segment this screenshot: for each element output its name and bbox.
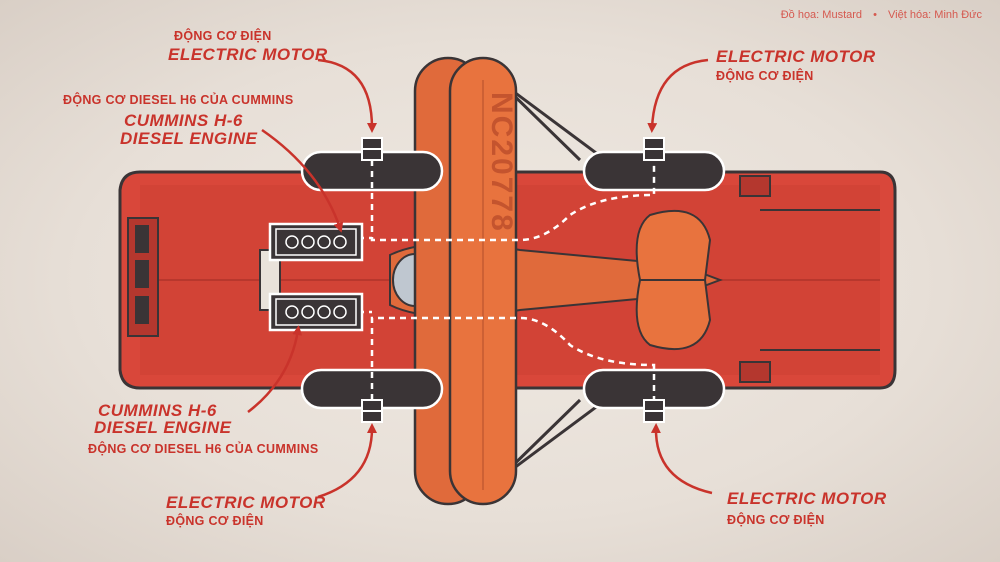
label-motor-bottom-right-en: ELECTRIC MOTOR: [727, 489, 887, 508]
diesel-engine-top: [268, 222, 364, 262]
label-motor-top-left-vi: ĐỘNG CƠ ĐIỆN: [174, 29, 272, 43]
label-motor-bottom-right-vi: ĐỘNG CƠ ĐIỆN: [727, 513, 825, 527]
label-motor-top-right-en: ELECTRIC MOTOR: [716, 47, 876, 66]
credits: Đồ họa: Mustard • Việt hóa: Minh Đức: [777, 9, 986, 21]
electric-motor-icons: [361, 137, 665, 423]
label-engine-bottom-vi: ĐỘNG CƠ DIESEL H6 CỦA CUMMINS: [88, 442, 319, 456]
credit-separator: •: [873, 9, 877, 21]
label-motor-top-right-vi: ĐỘNG CƠ ĐIỆN: [716, 69, 814, 83]
label-motor-top-left-en: ELECTRIC MOTOR: [168, 45, 328, 64]
credit-translation: Việt hóa: Minh Đức: [888, 9, 982, 21]
callout-arrows: [247, 58, 713, 499]
arrow-engine-bottom: [247, 325, 303, 413]
label-engine-bottom-en-2: DIESEL ENGINE: [94, 418, 232, 437]
diesel-engine-bottom: [268, 292, 364, 332]
arrow-engine-top: [261, 128, 344, 233]
registration-text: NC20778: [485, 92, 518, 233]
arrow-top-left: [317, 58, 377, 133]
label-engine-top-en-2: DIESEL ENGINE: [120, 129, 258, 148]
label-engine-top-en-1: CUMMINS H-6: [124, 111, 243, 130]
label-engine-top-vi: ĐỘNG CƠ DIESEL H6 CỦA CUMMINS: [63, 93, 294, 107]
label-motor-bottom-left-vi: ĐỘNG CƠ ĐIỆN: [166, 514, 264, 528]
arrow-top-right: [647, 58, 709, 133]
motor-icon-bottom-left: [361, 399, 383, 423]
motor-icon-bottom-right: [643, 399, 665, 423]
tail: [635, 209, 712, 351]
label-motor-bottom-left-en: ELECTRIC MOTOR: [166, 493, 326, 512]
motor-icon-top-right: [643, 137, 665, 161]
arrow-bottom-left: [317, 423, 377, 499]
label-engine-bottom-en-1: CUMMINS H-6: [98, 401, 217, 420]
credit-graphics: Đồ họa: Mustard: [780, 9, 863, 21]
arrow-bottom-right: [650, 423, 713, 495]
motor-icon-top-left: [361, 137, 383, 161]
